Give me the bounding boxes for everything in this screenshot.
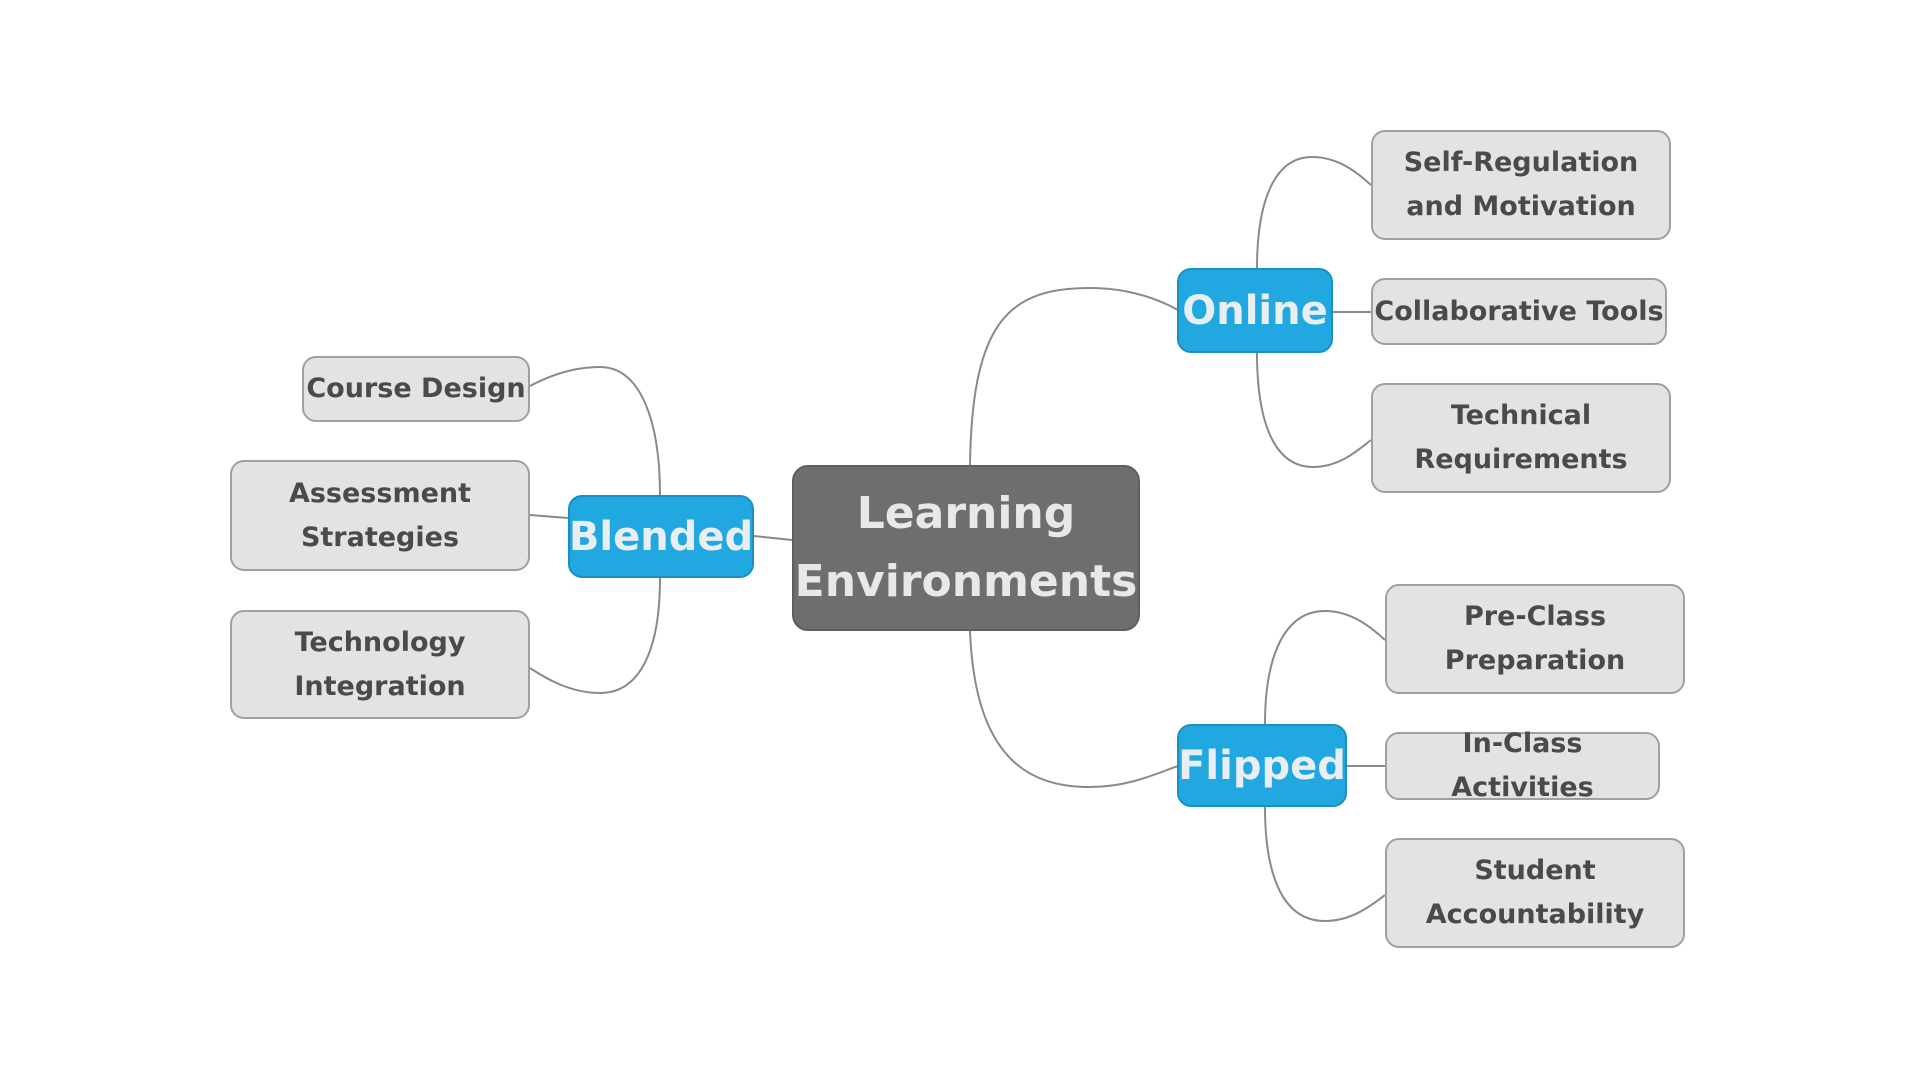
connector-blended-assessment [529, 514, 569, 519]
leaf-label-line2: Accountability [1425, 899, 1645, 930]
leaf-label-line1: In-Class Activities [1451, 728, 1594, 803]
branch-blended[interactable]: Blended [568, 495, 754, 578]
leaf-student-accountability[interactable]: Student Accountability [1385, 838, 1685, 948]
leaf-label-line1: Student [1474, 855, 1596, 886]
leaf-label-line1: Self-Regulation [1403, 147, 1639, 178]
leaf-label-line1: Technology [294, 626, 466, 658]
leaf-label-line1: Technical [1450, 400, 1592, 431]
central-topic-line1: Learning [856, 488, 1076, 539]
leaf-self-regulation[interactable]: Self-Regulation and Motivation [1371, 130, 1671, 240]
branch-flipped[interactable]: Flipped [1177, 724, 1347, 807]
connector-online-self-regulation [1256, 155, 1372, 269]
connector-online-technical [1256, 352, 1372, 469]
branch-online[interactable]: Online [1177, 268, 1333, 353]
connector-blended-technology [529, 577, 661, 695]
leaf-label-line1: Assessment [288, 477, 472, 509]
central-topic-line2: Environments [794, 556, 1138, 607]
leaf-collaborative-tools[interactable]: Collaborative Tools [1371, 278, 1667, 345]
leaf-in-class-activities[interactable]: In-Class Activities [1385, 728, 1660, 803]
leaf-course-design[interactable]: Course Design [302, 356, 530, 422]
connector-flipped-pre-class [1264, 609, 1386, 725]
leaf-label-line1: Collaborative Tools [1374, 295, 1664, 327]
central-topic[interactable]: Learning Environments [792, 465, 1140, 631]
leaf-label-line2: Integration [294, 670, 466, 702]
connector-blended-course-design [529, 365, 661, 496]
connector-central-online [969, 286, 1179, 466]
connector-flipped-student [1264, 806, 1386, 923]
branch-online-label: Online [1182, 287, 1328, 334]
connector-central-flipped [969, 630, 1179, 789]
leaf-technical-requirements[interactable]: Technical Requirements [1371, 383, 1671, 493]
leaf-label-line1: Pre-Class [1463, 601, 1607, 632]
connector-central-blended [753, 535, 793, 541]
leaf-technology-integration[interactable]: Technology Integration [230, 610, 530, 719]
leaf-assessment-strategies[interactable]: Assessment Strategies [230, 460, 530, 571]
branch-blended-label: Blended [568, 513, 754, 560]
leaf-label-line2: Preparation [1444, 645, 1626, 676]
leaf-pre-class-preparation[interactable]: Pre-Class Preparation [1385, 584, 1685, 694]
leaf-label-line1: Course Design [306, 373, 526, 404]
leaf-label-line2: Strategies [300, 521, 460, 553]
leaf-label-line2: and Motivation [1406, 191, 1636, 222]
leaf-label-line2: Requirements [1414, 444, 1628, 475]
branch-flipped-label: Flipped [1178, 742, 1346, 789]
